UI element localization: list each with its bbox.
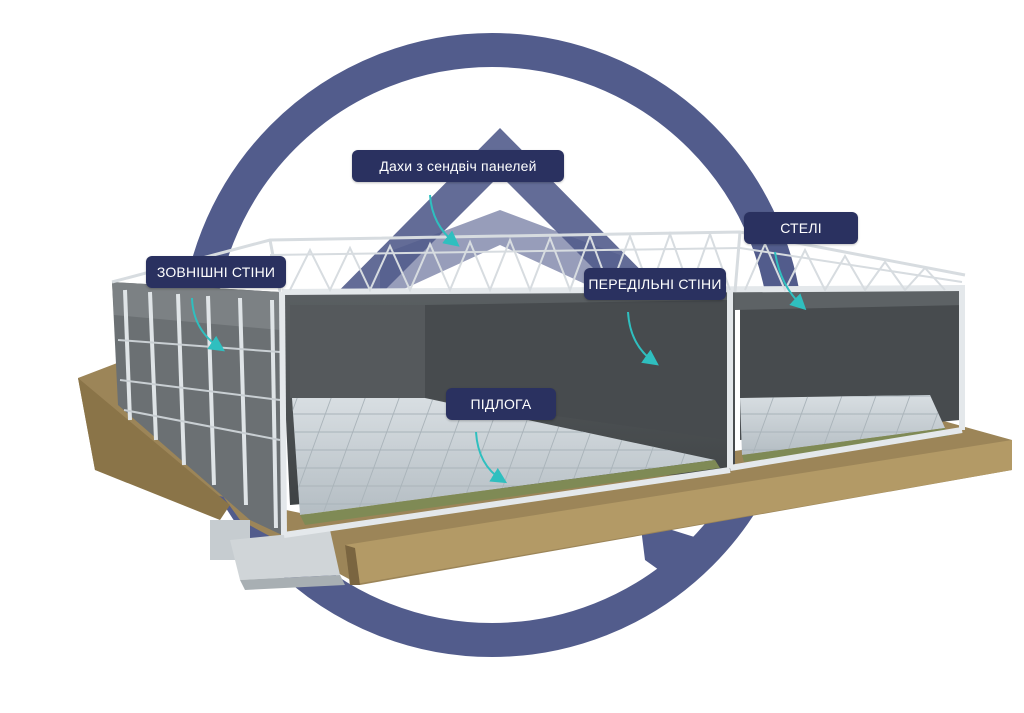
label-ceilings: СТЕЛІ — [744, 212, 858, 244]
arrow-roof — [429, 194, 460, 247]
arrow-partition-walls — [627, 311, 659, 366]
label-partition-walls: ПЕРЕДІЛЬНІ СТІНИ — [584, 268, 726, 300]
label-floor: ПІДЛОГА — [446, 388, 556, 420]
arrow-floor — [475, 431, 508, 484]
label-exterior-walls: ЗОВНІШНІ СТІНИ — [146, 256, 286, 288]
label-roof-sandwich-panels: Дахи з сендвіч панелей — [352, 150, 564, 182]
arrow-ceilings — [774, 251, 807, 311]
floor — [292, 395, 948, 525]
foundation — [210, 520, 345, 590]
arrow-exterior-walls — [191, 297, 225, 352]
annotation-arrows — [191, 194, 807, 484]
exterior-wall — [112, 282, 282, 535]
